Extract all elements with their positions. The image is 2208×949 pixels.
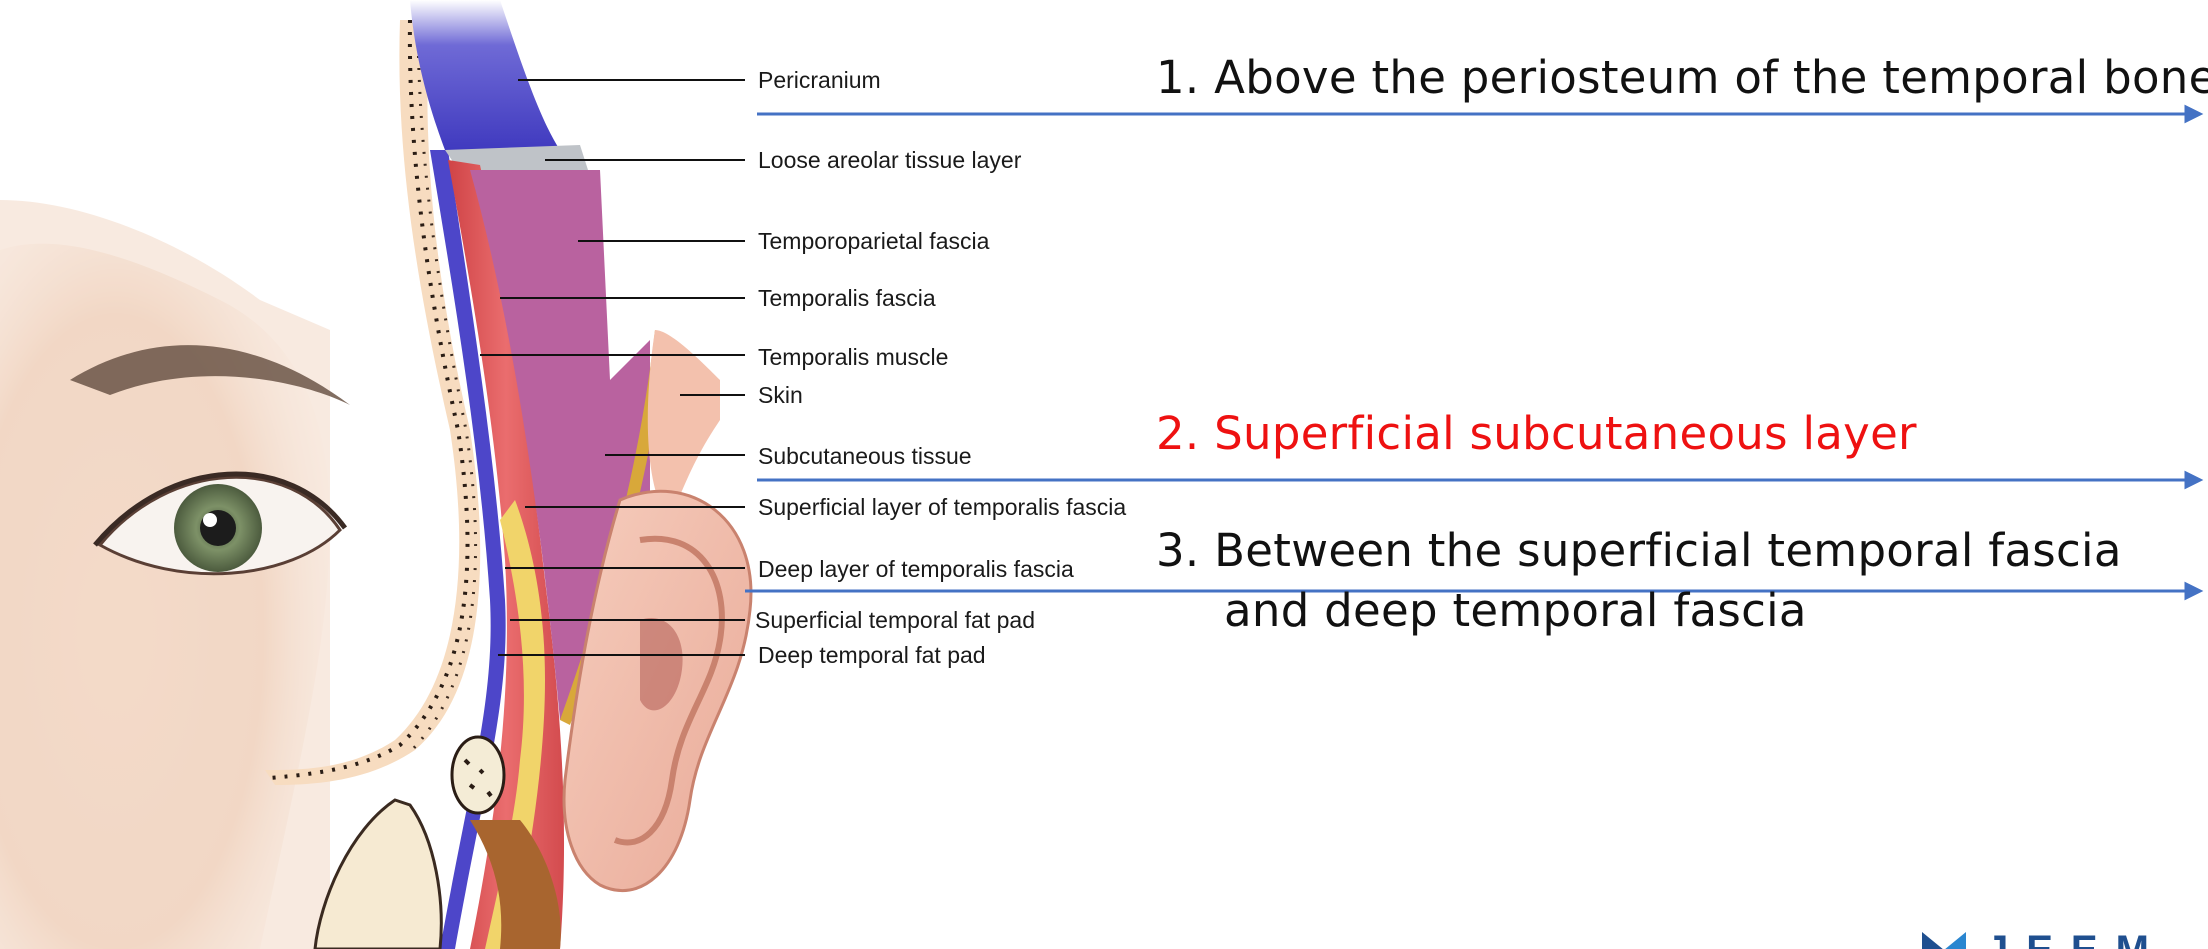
- label-pericranium: Pericranium: [758, 69, 881, 92]
- label-subcutaneous-tissue: Subcutaneous tissue: [758, 445, 972, 468]
- label-temporoparietal-fascia: Temporoparietal fascia: [758, 230, 989, 253]
- logo: JEEM: [1922, 932, 2208, 949]
- logo-text: JEEM: [1986, 932, 2167, 949]
- label-superficial-layer-temporalis-fascia: Superficial layer of temporalis fascia: [758, 496, 1126, 519]
- plane-2-text: 2. Superficial subcutaneous layer: [1156, 411, 1917, 456]
- pericranium-layer: [410, 0, 560, 150]
- plane-3-text-line2: and deep temporal fascia: [1224, 588, 1807, 633]
- logo-mark-icon: [1922, 932, 1978, 949]
- label-loose-areolar-tissue: Loose areolar tissue layer: [758, 149, 1021, 172]
- label-temporalis-fascia: Temporalis fascia: [758, 287, 936, 310]
- label-temporalis-muscle: Temporalis muscle: [758, 346, 948, 369]
- label-superficial-temporal-fat-pad: Superficial temporal fat pad: [755, 609, 1035, 632]
- label-deep-layer-temporalis-fascia: Deep layer of temporalis fascia: [758, 558, 1074, 581]
- deep-fat-pad: [452, 737, 504, 813]
- label-deep-temporal-fat-pad: Deep temporal fat pad: [758, 644, 986, 667]
- plane-1-text: 1. Above the periosteum of the temporal …: [1156, 55, 2208, 100]
- plane-3-text-line1: 3. Between the superficial temporal fasc…: [1156, 528, 2122, 573]
- label-skin: Skin: [758, 384, 803, 407]
- zygomatic-bone: [315, 800, 441, 949]
